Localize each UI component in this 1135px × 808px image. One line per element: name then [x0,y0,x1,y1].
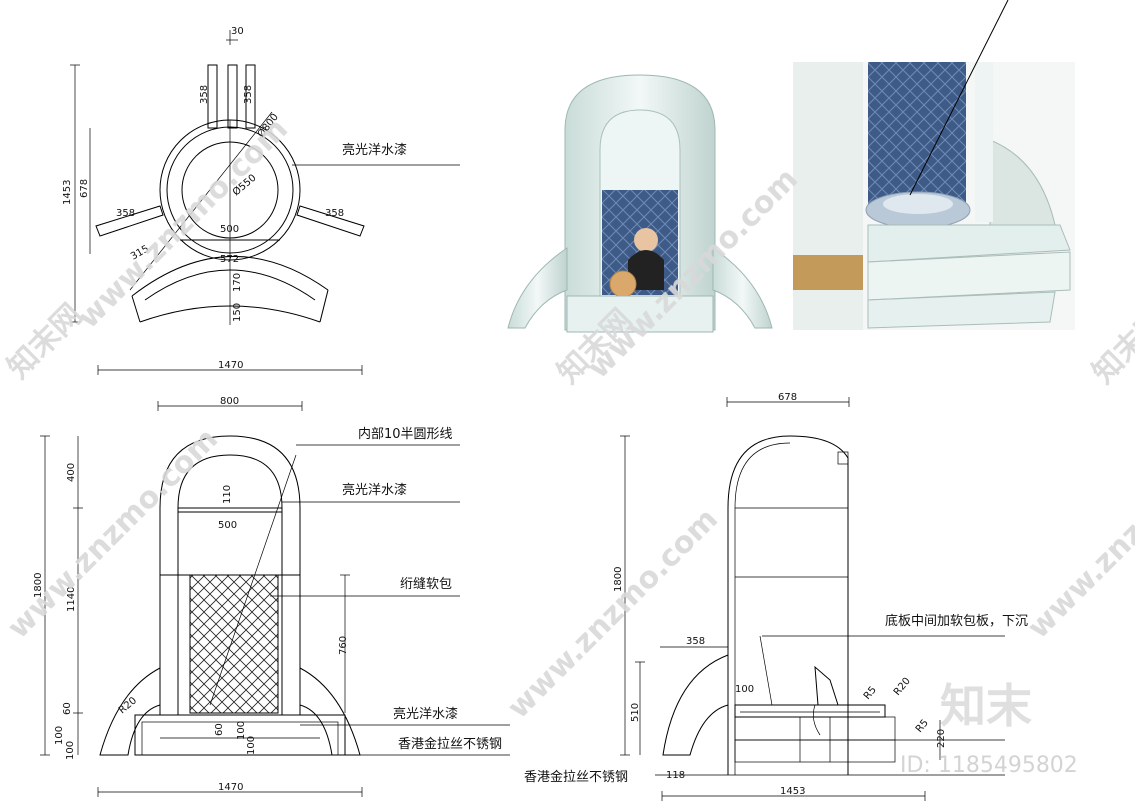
dim-170: 170 [232,273,243,292]
dim-60-b: 60 [214,723,225,736]
render-child [634,228,658,252]
label-gloss-paint-front: 亮光洋水漆 [342,482,407,498]
dim-r20: R20 [117,695,139,716]
label-inner-semicircle-line: 内部10半圆形线 [358,426,453,442]
dim-678: 678 [79,179,90,198]
dim-572: 572 [220,254,239,265]
render-interior [793,0,1075,330]
dim-r20-side: R20 [892,676,913,698]
dim-358-side: 358 [686,636,705,647]
label-floor-soft-board: 底板中间加软包板，下沉 [885,613,1028,629]
dim-r5-a: R5 [862,685,879,702]
label-quilted-soft-pack: 绗缝软包 [400,577,452,592]
dim-118: 118 [666,770,685,781]
front-elevation: 800 400 1800 1140 110 500 760 60 R20 100… [33,396,510,797]
dim-1800-side: 1800 [613,567,624,592]
label-gloss-paint-front-2: 亮光洋水漆 [393,706,458,722]
dim-1470: 1470 [218,360,243,371]
dim-358-a: 358 [199,85,210,104]
dim-60-a: 60 [62,702,73,715]
watermark-brand: 知末 [940,679,1032,733]
watermark-site-cn-1: 知末网 [1,297,89,385]
dim-1453-side: 1453 [780,786,805,797]
watermark-site-4: www.znzmo.com [501,502,725,726]
label-brushed-steel-side: 香港金拉丝不锈钢 [524,769,628,785]
dim-1470-front: 1470 [218,782,243,793]
side-elevation: 678 1800 358 510 100 R5 R20 R5 220 118 1… [524,392,1028,801]
render-front [507,74,773,333]
quilted-panel-hatch [189,574,279,714]
dim-30: 30 [231,26,244,37]
dim-100-side: 100 [735,684,754,695]
dim-510: 510 [630,703,641,722]
left-fin [95,205,164,237]
dim-100-d: 100 [246,736,257,755]
dim-110: 110 [222,485,233,504]
dim-800: 800 [220,396,239,407]
dim-r5-b: R5 [914,718,931,735]
dim-150: 150 [232,303,243,322]
dim-358-right: 358 [325,208,344,219]
dim-100-b: 100 [65,741,76,760]
dim-760: 760 [338,636,349,655]
plan-view: 30 358 358 Ø800 Ø550 1453 678 358 358 50… [62,26,460,375]
dim-1140: 1140 [66,587,77,612]
dim-1800: 1800 [33,573,44,598]
dim-100-c: 100 [236,721,247,740]
dim-500: 500 [218,520,237,531]
top-fin-left [207,64,218,129]
dim-220: 220 [936,729,947,748]
top-fin-center [227,64,238,129]
watermark-site-cn-3: 知末网 [1086,302,1135,390]
dim-358-left: 358 [116,208,135,219]
top-fin-right [245,64,256,129]
watermark-site-5: www.znzmo.com [1021,422,1135,646]
dim-500: 500 [220,224,239,235]
watermark-image-id: ID: 1185495802 [900,753,1078,778]
right-fin [296,205,365,237]
dim-100-a: 100 [54,726,65,745]
label-brushed-steel-front: 香港金拉丝不锈钢 [398,736,502,752]
dim-1453: 1453 [62,180,73,205]
dim-400: 400 [66,463,77,482]
dim-358-b: 358 [243,85,254,104]
label-gloss-paint: 亮光洋水漆 [342,142,407,158]
dim-678-side: 678 [778,392,797,403]
